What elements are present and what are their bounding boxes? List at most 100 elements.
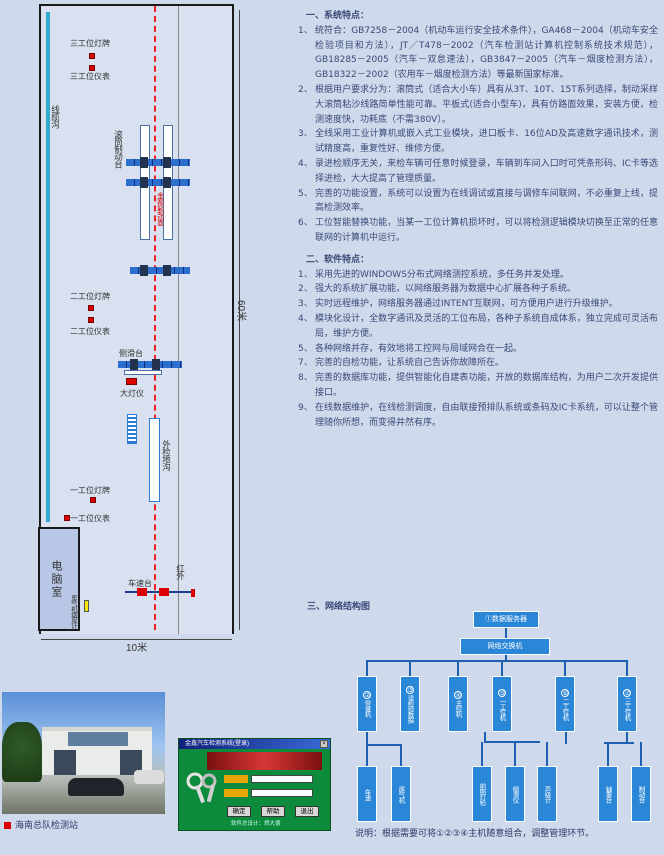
spec-item: 5、各种网络并存，有效地将工控网与局域网合在一起。 — [298, 342, 658, 357]
network-node-num: ③ — [406, 685, 414, 694]
login-pass-field[interactable] — [224, 789, 248, 797]
ok-button[interactable]: 确定 — [227, 806, 251, 817]
photo-caption: 海南总队检测站 — [15, 820, 79, 830]
help-button[interactable]: 帮助 — [261, 806, 285, 817]
net-drop — [409, 662, 411, 676]
network-leaf: 轴重台 — [598, 766, 618, 822]
spec-item-text: 完善的功能设置，系统可以设置为在线调试或直接与调修车间联网，不必重复上线，提高检… — [315, 188, 658, 214]
section2-title: 二、软件特点： — [306, 254, 370, 265]
computer-room-label: 电脑室 — [50, 560, 62, 599]
photo-caption-marker — [4, 822, 11, 829]
spec-item: 9、在线数据维护，在线检测调度，自由联接预排队系统或条码及IC卡系统，可以让整个… — [298, 401, 658, 431]
network-node-label: 主控机 — [454, 700, 462, 717]
spec-item: 3、全线采用工业计算机或嵌入式工业模块，进口板卡、16位AD及高速数字通讯技术，… — [298, 127, 658, 157]
network-leaf: 侧滑仪 — [505, 766, 525, 822]
spec-item-text: 完善的数据库功能，提供智能化自建表功能，开放的数据库结构，为用户二次开发提供接口… — [315, 373, 658, 398]
section3-title: 三、网络结构图 — [307, 602, 371, 612]
network-leaf: 前照灯检 — [472, 766, 492, 822]
slide-plate-base — [124, 370, 162, 375]
spec-item: 8、完善的数据库功能，提供智能化自建表功能，开放的数据库结构，为用户二次开发提供… — [298, 371, 658, 401]
slide-plate — [118, 361, 182, 368]
spec-item-num: 8、 — [298, 373, 313, 384]
spec-item-text: 根据用户要求分为：滚筒式（适合大小车）具有从3T、10T、15T系列选择，制动采… — [315, 84, 658, 125]
speed-roller — [159, 588, 169, 596]
roller-bench-label: 滚筒制动台 — [113, 130, 124, 168]
net-drop — [564, 662, 566, 676]
spec-item-text: 统符合：GB7258－2004（机动车运行安全技术条件），GA468－2004（… — [315, 25, 658, 81]
spec-item-num: 7、 — [298, 358, 313, 369]
roller-2 — [126, 179, 190, 186]
login-user-field[interactable] — [224, 775, 248, 783]
spec-item-num: 2、 — [298, 284, 313, 295]
spec-item-text: 全线采用工业计算机或嵌入式工业模块，进口板卡、16位AD及高速数字通讯技术，测试… — [315, 129, 658, 155]
network-leaf: 声级计 — [537, 766, 557, 822]
photo-door — [54, 750, 76, 775]
spec-item-num: 9、 — [298, 402, 313, 413]
spec-item-text: 各种网络并存，有效地将工控网与局域网合在一起。 — [315, 343, 523, 354]
spec-item: 3、实时远程维护，网络服务器通过INTENT互联网，可方便用户进行升级维护。 — [298, 297, 658, 312]
login-user-input[interactable] — [251, 775, 313, 783]
network-leaf: 尾气机 — [391, 766, 411, 822]
infrared-label: 红外 — [175, 564, 186, 579]
meter-2-label: 二工位仪表 — [70, 327, 110, 336]
spec-item: 2、根据用户要求分为：滚筒式（适合大小车）具有从3T、10T、15T系列选择，制… — [298, 83, 658, 127]
net-drop — [457, 662, 459, 676]
roller-block — [140, 177, 148, 188]
network-node-label: 读检验数据 — [406, 694, 414, 723]
net-branch — [604, 742, 634, 744]
spec-item-num: 3、 — [298, 129, 313, 140]
roller-block — [163, 265, 171, 276]
spec-item-text: 实时远程维护，网络服务器通过INTENT互联网，可方便用户进行升级维护。 — [315, 299, 618, 310]
net-drop — [607, 742, 609, 766]
net-drop — [514, 742, 516, 766]
photo-tree — [2, 722, 42, 782]
dim-width-line — [41, 639, 232, 640]
net-drop — [626, 662, 628, 676]
net-drop — [366, 662, 368, 676]
spec-item: 7、完善的自检功能，让系统自己告诉你故障所在。 — [298, 356, 658, 371]
spec-item-text: 采用先进的WINDOWS分布式网络测控系统，多任务并发处理。 — [315, 269, 569, 280]
network-node-num: ⑦ — [623, 688, 631, 697]
bottom-note: 说明：根据需要可将①②③④主机随意组合，调整管理环节。 — [355, 829, 595, 839]
plan-wall-right — [232, 4, 234, 634]
net-drop — [501, 662, 503, 676]
keys-icon — [183, 769, 223, 805]
headlight-label: 大灯仪 — [120, 389, 144, 398]
spec-item-num: 2、 — [298, 84, 313, 95]
network-node-label: 二工位机 — [561, 697, 569, 720]
plan-wall-left — [39, 4, 41, 634]
section1-title: 一、系统特点： — [306, 11, 370, 21]
lamp-board-2-marker — [88, 305, 94, 311]
net-drop — [640, 742, 642, 766]
photo-car — [134, 770, 164, 784]
dim-length-label: 60米 — [235, 300, 246, 322]
dim-length-line — [239, 10, 240, 630]
window-close-icon[interactable]: × — [320, 740, 328, 748]
network-node-num: ⑥ — [561, 688, 569, 697]
roller-block — [140, 157, 148, 168]
meter-1-label: 一工位仪表 — [70, 514, 110, 523]
inspection-pit — [149, 418, 160, 502]
slide-block — [152, 359, 160, 370]
dim-width-label: 10米 — [126, 643, 148, 654]
spec-item-text: 工位智能替换功能，当某一工位计算机损坏时，可以将检测逻辑模块切换至正常的任意联网… — [315, 218, 658, 243]
network-node-num: ④ — [454, 691, 462, 700]
spec-item-num: 1、 — [298, 269, 313, 280]
pit-stair — [127, 414, 137, 444]
login-pass-input[interactable] — [251, 789, 313, 797]
spec-item: 6、工位智能替换功能，当某一工位计算机损坏时，可以将检测逻辑模块切换至正常的任意… — [298, 216, 658, 246]
exit-button[interactable]: 退出 — [295, 806, 319, 817]
speed-roller — [137, 588, 147, 596]
computer-room — [38, 527, 80, 631]
spec-item-num: 4、 — [298, 158, 313, 169]
exhaust-meter-marker — [84, 600, 89, 612]
roller-block — [163, 177, 171, 188]
cable-trench — [46, 12, 50, 522]
spec-item-num: 1、 — [298, 25, 313, 36]
station-photo — [2, 692, 165, 814]
server-num: ① — [485, 616, 492, 623]
